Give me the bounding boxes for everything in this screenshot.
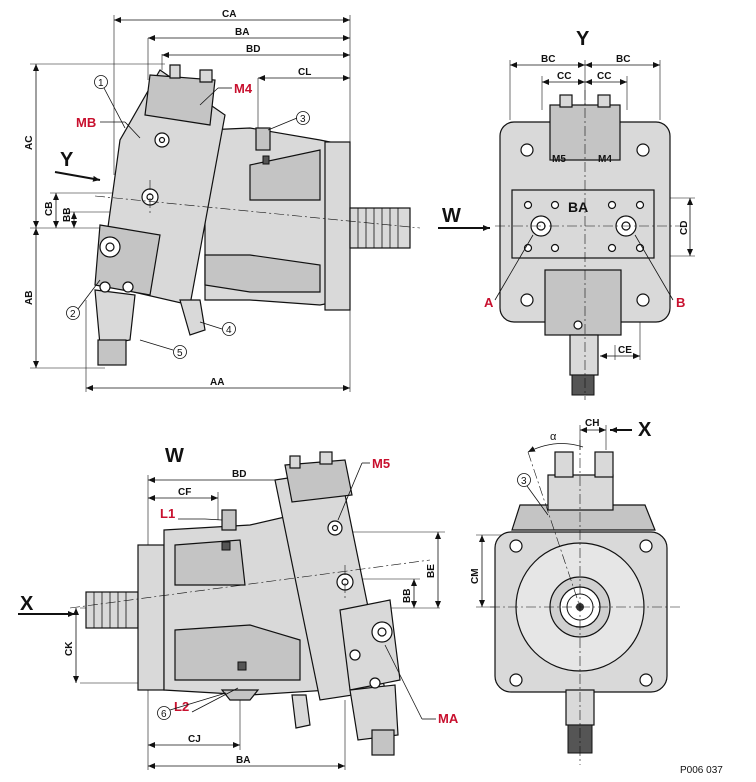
label-ba: BA bbox=[568, 199, 588, 215]
dim-ca: CA bbox=[222, 9, 236, 20]
port-b: B bbox=[676, 295, 685, 310]
label-m5: M5 bbox=[552, 154, 566, 165]
dim-ab: AB bbox=[24, 291, 35, 305]
dim-ch: CH bbox=[585, 418, 599, 429]
dim-cl: CL bbox=[298, 67, 311, 78]
dim-cd: CD bbox=[679, 221, 690, 235]
dim-be-w: BE bbox=[426, 564, 437, 578]
svg-text:4: 4 bbox=[226, 325, 232, 336]
view-marker-x-right: X bbox=[638, 419, 652, 441]
callout-4: 4 bbox=[199, 321, 236, 336]
view-marker-w: W bbox=[442, 205, 461, 227]
port-m4: M4 bbox=[234, 81, 253, 96]
dim-ba-w: BA bbox=[236, 755, 250, 766]
dim-cc-right: CC bbox=[597, 71, 611, 82]
callout-6: 6 bbox=[157, 692, 227, 720]
port-ma: MA bbox=[438, 711, 459, 726]
dim-bb: BB bbox=[62, 208, 73, 222]
dim-cj: CJ bbox=[188, 734, 201, 745]
callout-2: 2 bbox=[66, 279, 101, 320]
callout-3-x: 3 bbox=[517, 473, 549, 516]
callout-3: 3 bbox=[267, 111, 310, 131]
motor-view-w bbox=[69, 451, 431, 756]
dim-bd-w: BD bbox=[232, 469, 246, 480]
view-top-left: CA BA BD CL AA AC AB CB BB BE bbox=[24, 9, 421, 392]
label-m4: M4 bbox=[598, 154, 612, 165]
port-m5: M5 bbox=[372, 456, 390, 471]
dim-ac: AC bbox=[24, 136, 35, 150]
callout-1: 1 bbox=[94, 75, 126, 129]
svg-text:3: 3 bbox=[300, 114, 306, 125]
view-marker-y: Y bbox=[60, 149, 74, 171]
dim-alpha: α bbox=[550, 431, 557, 443]
drawing-reference: P006 037 bbox=[680, 765, 723, 776]
dim-cb: CB bbox=[44, 202, 55, 216]
dim-ba: BA bbox=[235, 27, 249, 38]
dim-bd: BD bbox=[246, 44, 260, 55]
dim-bc-left: BC bbox=[541, 54, 555, 65]
view-marker-x: X bbox=[20, 593, 34, 615]
svg-text:3: 3 bbox=[521, 476, 527, 487]
port-l1: L1 bbox=[160, 506, 175, 521]
dim-cm: CM bbox=[470, 568, 481, 584]
dim-cf: CF bbox=[178, 487, 191, 498]
motor-view-y: BA M5 M4 bbox=[495, 90, 680, 400]
svg-text:1: 1 bbox=[98, 78, 104, 89]
port-a: A bbox=[484, 295, 494, 310]
view-title-y: Y bbox=[576, 28, 590, 50]
dim-cc-left: CC bbox=[557, 71, 571, 82]
dim-ce: CE bbox=[618, 345, 632, 356]
dim-aa: AA bbox=[210, 377, 224, 388]
view-top-right: Y BC BC CC CC CD CE bbox=[438, 28, 695, 400]
motor-side-view bbox=[94, 64, 421, 366]
dim-bb-w: BB bbox=[402, 589, 413, 603]
svg-text:5: 5 bbox=[177, 348, 183, 359]
view-title-w: W bbox=[165, 445, 184, 467]
dim-ck: CK bbox=[64, 641, 75, 656]
view-bottom-left: W BD CF CJ BA CG BE BB CK bbox=[18, 445, 459, 770]
view-bottom-right: X CH CM α bbox=[470, 418, 723, 776]
dim-bc-right: BC bbox=[616, 54, 630, 65]
callout-5: 5 bbox=[139, 339, 187, 359]
port-mb: MB bbox=[76, 115, 96, 130]
svg-text:6: 6 bbox=[161, 709, 167, 720]
motor-view-x bbox=[490, 440, 680, 765]
svg-text:2: 2 bbox=[70, 309, 76, 320]
